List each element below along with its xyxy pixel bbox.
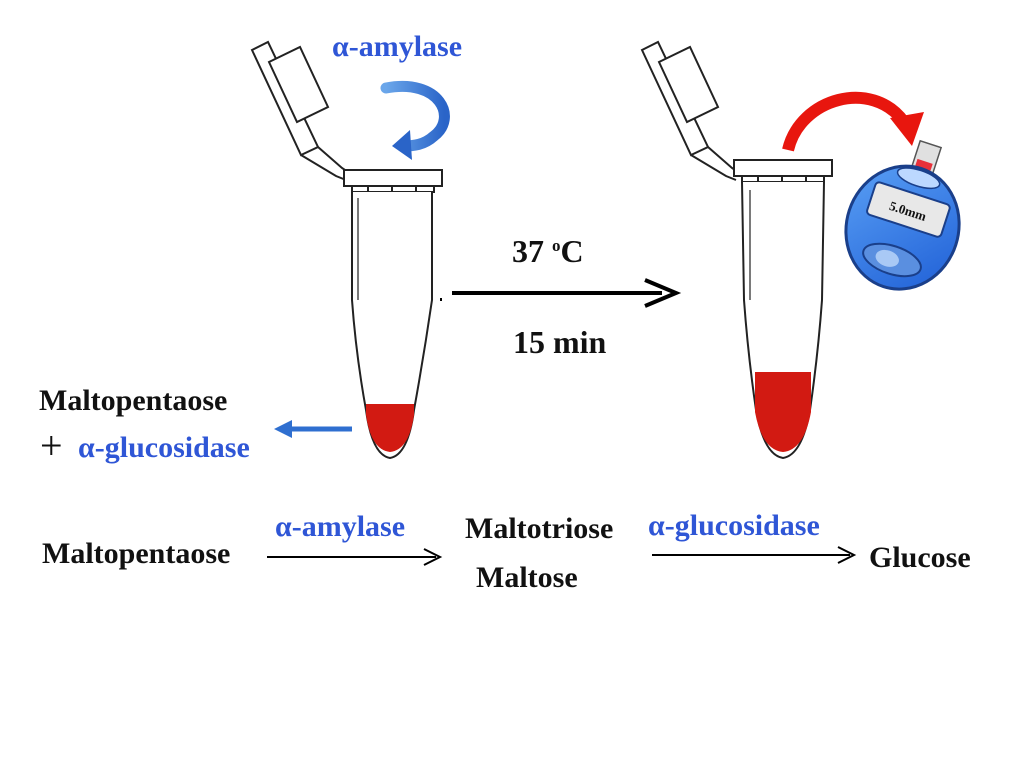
reaction-intermediate-2: Maltose <box>476 561 578 594</box>
incubation-arrow <box>440 278 682 308</box>
glucometer-icon: 5.0mm <box>844 139 961 291</box>
right-tube-lid <box>640 40 739 181</box>
reaction-arrow-1 <box>267 548 443 566</box>
reaction-product: Glucose <box>869 541 971 574</box>
left-tube-lid <box>250 40 349 181</box>
temperature-degree: o <box>552 236 561 255</box>
reaction-intermediate-1: Maltotriose <box>465 512 614 545</box>
incubation-time-label: 15 min <box>513 324 607 360</box>
enzyme-added-label: α-amylase <box>332 30 463 63</box>
curved-arrow-icon <box>380 81 450 160</box>
reaction-enzyme-1: α-amylase <box>275 510 406 543</box>
reaction-enzyme-2: α-glucosidase <box>648 509 820 542</box>
plus-sign: + <box>40 423 63 468</box>
left-tube-body <box>351 192 433 460</box>
left-tube-rim <box>343 169 443 187</box>
enzyme-in-tube-label: α-glucosidase <box>78 431 250 464</box>
right-tube-rim <box>733 159 833 177</box>
left-tube-solution <box>366 404 414 452</box>
temperature-unit: C <box>560 233 584 269</box>
substrate-label: Maltopentaose <box>39 384 228 417</box>
left-tube-icon <box>250 40 443 460</box>
red-transfer-arrow <box>782 91 924 152</box>
temperature-value: 37 <box>512 233 544 269</box>
right-tube-solution <box>755 372 811 452</box>
reaction-substrate: Maltopentaose <box>42 537 231 570</box>
temperature-label: 37 oC <box>512 235 584 267</box>
reaction-arrow-2 <box>652 546 857 564</box>
left-pointer-arrow <box>274 420 352 438</box>
